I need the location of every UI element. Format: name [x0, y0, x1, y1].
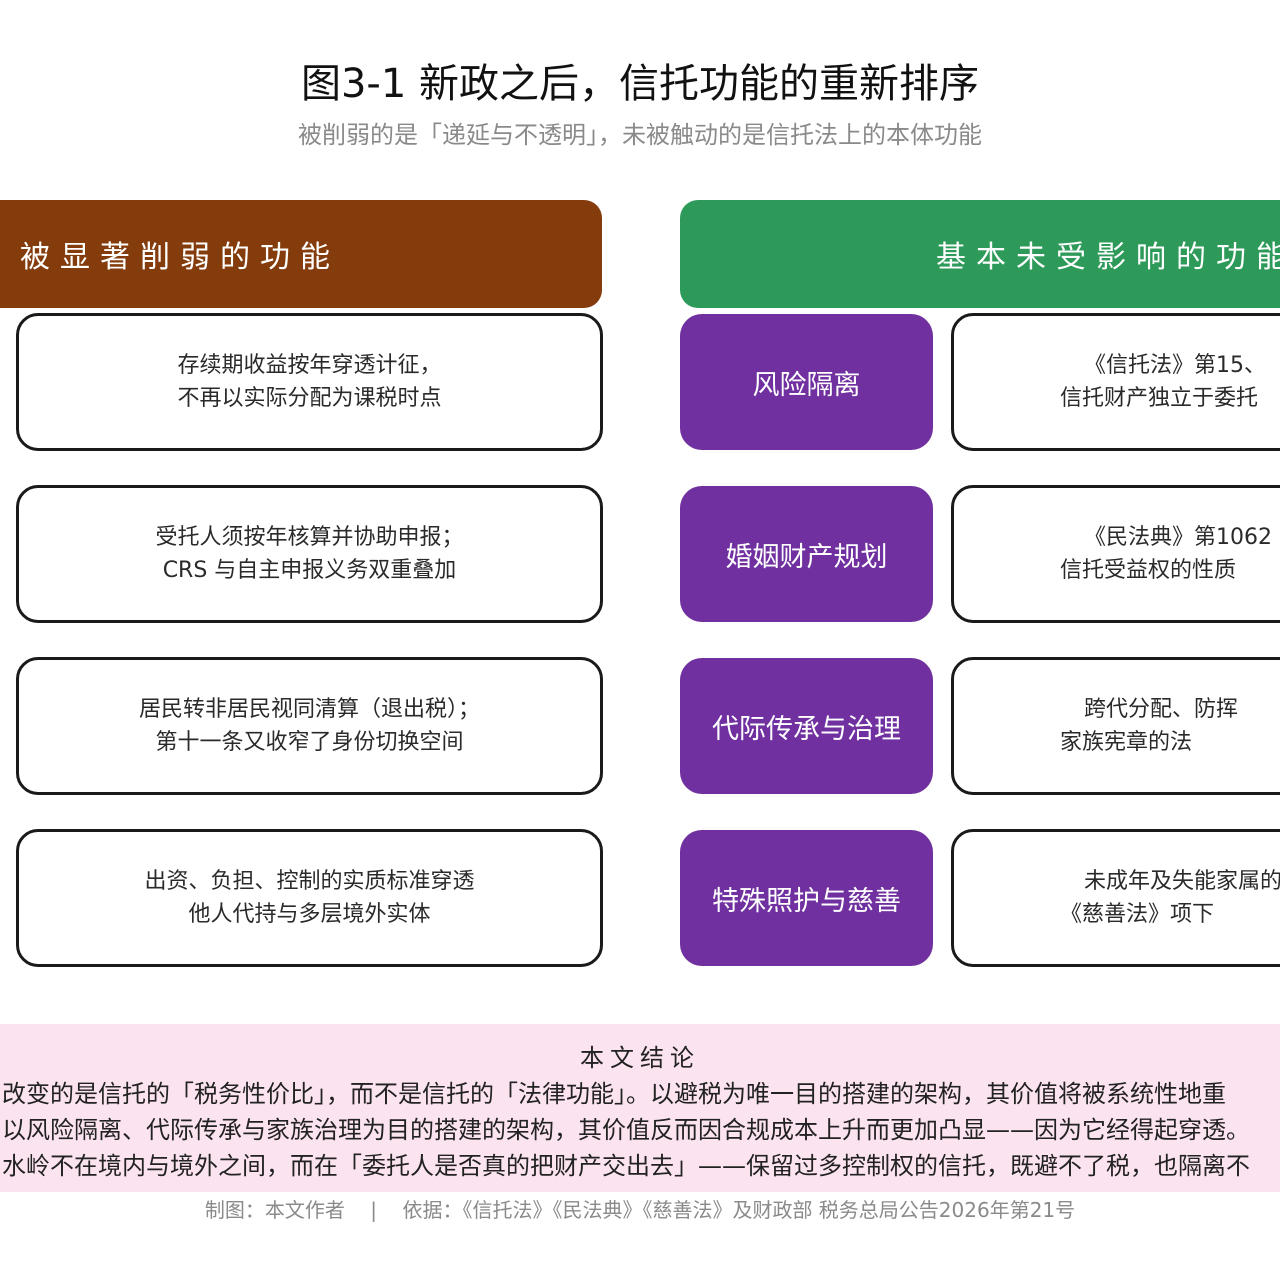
function-pill-succession-governance-label: 代际传承与治理 [712, 713, 901, 745]
unaffected-item-2-line2: 信托受益权的性质 [1060, 558, 1237, 583]
weakened-item-1-line1: 存续期收益按年穿透计征， [177, 353, 442, 378]
unaffected-item-1-line1: 《信托法》第15、 [1084, 353, 1266, 378]
conclusion-line-3: 水岭不在境内与境外之间，而在「委托人是否真的把财产交出去」——保留过多控制权的信… [2, 1152, 1250, 1180]
weakened-item-2-line2: CRS 与自主申报义务双重叠加 [162, 558, 457, 583]
weakened-functions-header-label: 被显著削弱的功能 [20, 240, 340, 275]
conclusion-line-1: 改变的是信托的「税务性价比」，而不是信托的「法律功能」。以避税为唯一目的搭建的架… [2, 1080, 1226, 1108]
unaffected-item-2: 《民法典》第1062 信托受益权的性质 [951, 485, 1280, 623]
unaffected-item-4-line1: 未成年及失能家属的 [1084, 869, 1280, 894]
function-pill-risk-isolation: 风险隔离 [680, 314, 933, 450]
weakened-item-4-line2: 他人代持与多层境外实体 [188, 902, 431, 927]
unaffected-functions-header-label: 基本未受影响的功能 [936, 240, 1280, 275]
source-footer: 制图：本文作者 | 依据：《信托法》《民法典》《慈善法》及财政部 税务总局公告2… [204, 1198, 1076, 1222]
conclusion-line-2: 以风险隔离、代际传承与家族治理为目的搭建的架构，其价值反而因合规成本上升而更加凸… [2, 1116, 1250, 1144]
weakened-item-4: 出资、负担、控制的实质标准穿透 他人代持与多层境外实体 [16, 829, 603, 967]
weakened-item-4-line1: 出资、负担、控制的实质标准穿透 [144, 869, 475, 894]
function-pill-special-care-charity-label: 特殊照护与慈善 [712, 885, 901, 917]
unaffected-item-4-line2: 《慈善法》项下 [1060, 902, 1215, 927]
figure-subtitle: 被削弱的是「递延与不透明」，未被触动的是信托法上的本体功能 [298, 121, 982, 149]
function-pill-succession-governance: 代际传承与治理 [680, 658, 933, 794]
weakened-item-1-line2: 不再以实际分配为课税时点 [177, 386, 442, 411]
unaffected-item-1: 《信托法》第15、 信托财产独立于委托 [951, 313, 1280, 451]
function-pill-risk-isolation-label: 风险隔离 [752, 369, 861, 401]
weakened-item-3: 居民转非居民视同清算（退出税）； 第十一条又收窄了身份切换空间 [16, 657, 603, 795]
weakened-item-3-line2: 第十一条又收窄了身份切换空间 [155, 730, 464, 755]
weakened-item-3-line1: 居民转非居民视同清算（退出税）； [138, 697, 480, 722]
unaffected-item-4: 未成年及失能家属的 《慈善法》项下 [951, 829, 1280, 967]
function-pill-marital-property: 婚姻财产规划 [680, 486, 933, 622]
conclusion-panel: 本文结论 改变的是信托的「税务性价比」，而不是信托的「法律功能」。以避税为唯一目… [0, 1024, 1280, 1192]
unaffected-item-3-line2: 家族宪章的法 [1060, 730, 1193, 755]
figure-title: 图3-1 新政之后，信托功能的重新排序 [300, 61, 980, 107]
weakened-functions-header: 被显著削弱的功能 [0, 200, 602, 308]
unaffected-item-2-line1: 《民法典》第1062 [1084, 525, 1272, 550]
unaffected-item-3-line1: 跨代分配、防挥 [1084, 697, 1239, 722]
weakened-item-1: 存续期收益按年穿透计征， 不再以实际分配为课税时点 [16, 313, 603, 451]
unaffected-item-3: 跨代分配、防挥 家族宪章的法 [951, 657, 1280, 795]
function-pill-special-care-charity: 特殊照护与慈善 [680, 830, 933, 966]
unaffected-item-1-line2: 信托财产独立于委托 [1060, 386, 1259, 411]
conclusion-title: 本文结论 [580, 1044, 700, 1072]
weakened-item-2: 受托人须按年核算并协助申报； CRS 与自主申报义务双重叠加 [16, 485, 603, 623]
unaffected-functions-header: 基本未受影响的功能 [680, 200, 1280, 308]
function-pill-marital-property-label: 婚姻财产规划 [725, 541, 888, 573]
weakened-item-2-line1: 受托人须按年核算并协助申报； [155, 525, 464, 550]
